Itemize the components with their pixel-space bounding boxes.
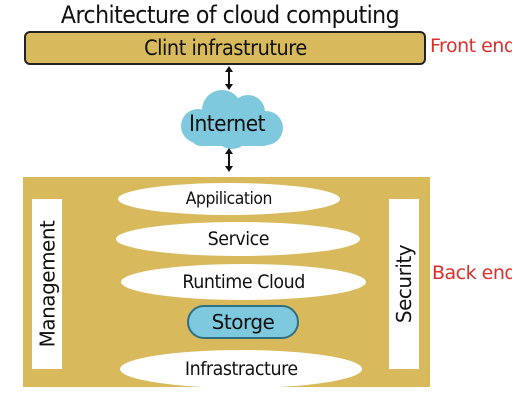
double-arrow-icon-bottom bbox=[225, 148, 233, 172]
security-bar: Security bbox=[389, 199, 419, 369]
management-label: Management bbox=[35, 220, 59, 348]
layer-runtime-cloud: Runtime Cloud bbox=[121, 264, 366, 300]
layer-runtime-cloud-label: Runtime Cloud bbox=[182, 271, 305, 293]
internet-cloud-icon bbox=[181, 90, 283, 149]
management-bar: Management bbox=[32, 199, 62, 369]
back-end-label: Back end bbox=[432, 262, 512, 284]
internet-label: Internet bbox=[189, 112, 266, 137]
front-end-label: Front end bbox=[430, 35, 512, 57]
layer-application-label: Appilication bbox=[185, 189, 273, 209]
layer-application: Appilication bbox=[118, 183, 340, 215]
double-arrow-icon-top bbox=[225, 66, 233, 90]
layer-infrastructure-label: Infrastracture bbox=[184, 358, 298, 380]
layer-service-label: Service bbox=[207, 228, 269, 250]
layer-storage: Storge bbox=[187, 305, 299, 339]
client-infrastructure-box: Clint infrastruture bbox=[24, 31, 426, 65]
layer-storage-label: Storge bbox=[211, 310, 275, 334]
layer-infrastructure: Infrastracture bbox=[120, 350, 362, 388]
security-label: Security bbox=[392, 244, 417, 324]
diagram-title: Architecture of cloud computing bbox=[60, 1, 400, 29]
layer-service: Service bbox=[116, 222, 360, 256]
client-infrastructure-label: Clint infrastruture bbox=[143, 36, 307, 60]
